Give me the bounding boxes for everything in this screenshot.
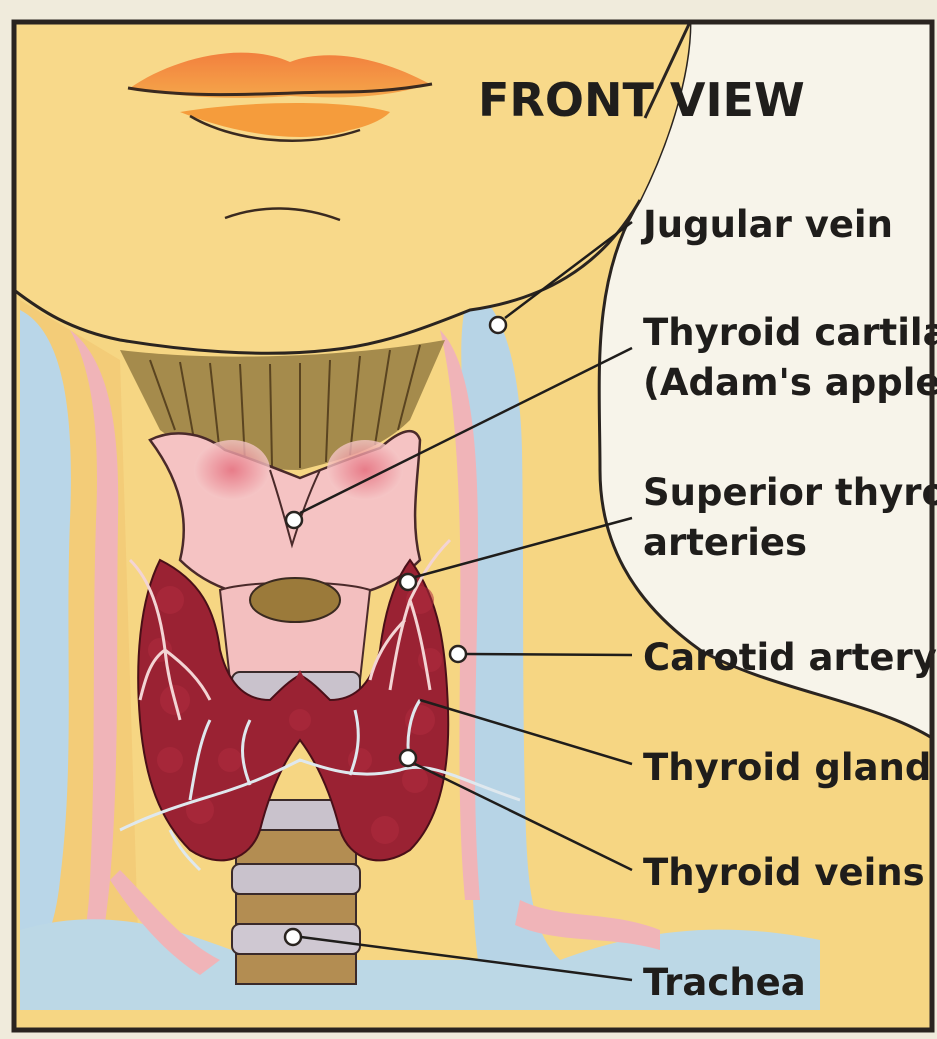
label-thyroid-veins: Thyroid veins [643, 851, 925, 894]
label-thyroid-gland: Thyroid gland [643, 746, 931, 789]
marker-trachea [285, 929, 301, 945]
marker-jugular-vein [490, 317, 506, 333]
cartilage-blush-right [327, 440, 403, 500]
marker-superior-thyroid [400, 574, 416, 590]
label-trachea: Trachea [643, 961, 806, 1004]
marker-thyroid-cartilage [286, 512, 302, 528]
cricoid-opening [250, 578, 340, 622]
label-arteries: arteries [643, 521, 807, 564]
cartilage-blush-left [194, 440, 270, 500]
label-carotid-artery: Carotid artery [643, 636, 937, 679]
label-jugular-vein: Jugular vein [640, 203, 893, 246]
marker-thyroid-veins [400, 750, 416, 766]
label-thyroid-cartilage: Thyroid cartilage [643, 311, 937, 354]
marker-carotid-artery [450, 646, 466, 662]
label-superior-thyroid: Superior thyroid [643, 471, 937, 514]
label-adams-apple: (Adam's apple) [643, 361, 937, 404]
diagram-title: FRONT VIEW [478, 73, 805, 127]
